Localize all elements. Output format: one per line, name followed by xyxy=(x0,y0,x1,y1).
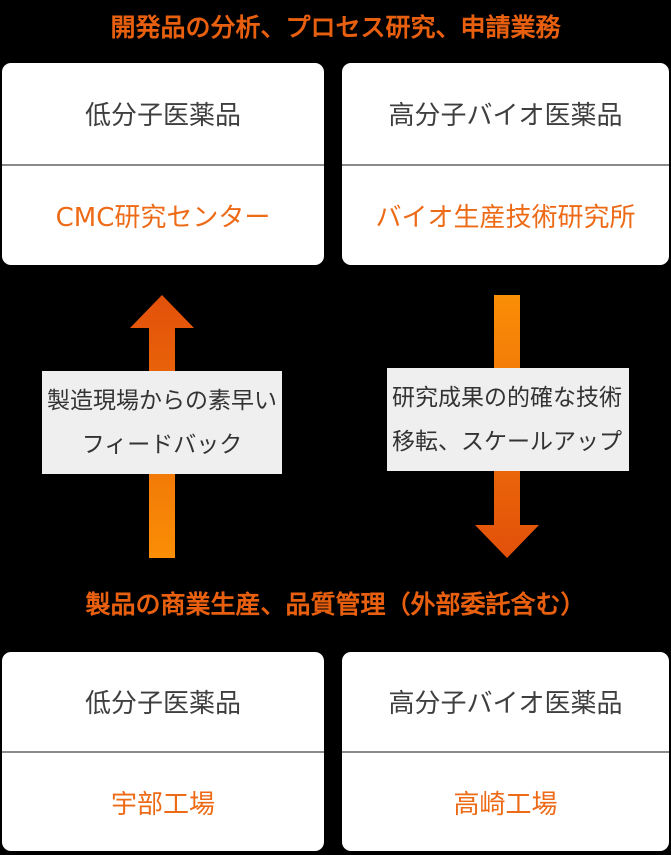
note-line: 移転、スケールアップ xyxy=(392,428,622,455)
card-category-label: 高分子バイオ医薬品 xyxy=(342,63,669,166)
note-line: 製造現場からの素早い xyxy=(47,387,277,414)
bottom-flow-title: 製品の商業生産、品質管理（外部委託含む） xyxy=(85,590,586,619)
note-line: フィードバック xyxy=(81,431,243,458)
card-org-label: 高崎工場 xyxy=(453,789,558,820)
feedback-note: 製造現場からの素早い フィードバック xyxy=(42,371,282,474)
tech-transfer-note: 研究成果の的確な技術 移転、スケールアップ xyxy=(387,368,629,471)
card-small-molecule-plant: 低分子医薬品 宇部工場 xyxy=(2,652,324,851)
top-flow-title: 開発品の分析、プロセス研究、申請業務 xyxy=(110,13,561,42)
card-bio-plant: 高分子バイオ医薬品 高崎工場 xyxy=(342,652,669,851)
card-org-label: CMC研究センター xyxy=(55,203,271,233)
card-bio-research: 高分子バイオ医薬品 バイオ生産技術研究所 xyxy=(342,63,669,265)
card-category-label: 低分子医薬品 xyxy=(2,63,324,166)
card-category-label: 高分子バイオ医薬品 xyxy=(342,652,669,753)
card-small-molecule-research: 低分子医薬品 CMC研究センター xyxy=(2,63,324,265)
card-org-label: 宇部工場 xyxy=(110,789,215,820)
note-line: 研究成果の的確な技術 xyxy=(392,384,622,411)
card-category-label: 低分子医薬品 xyxy=(2,652,324,753)
card-org-label: バイオ生産技術研究所 xyxy=(375,203,636,233)
